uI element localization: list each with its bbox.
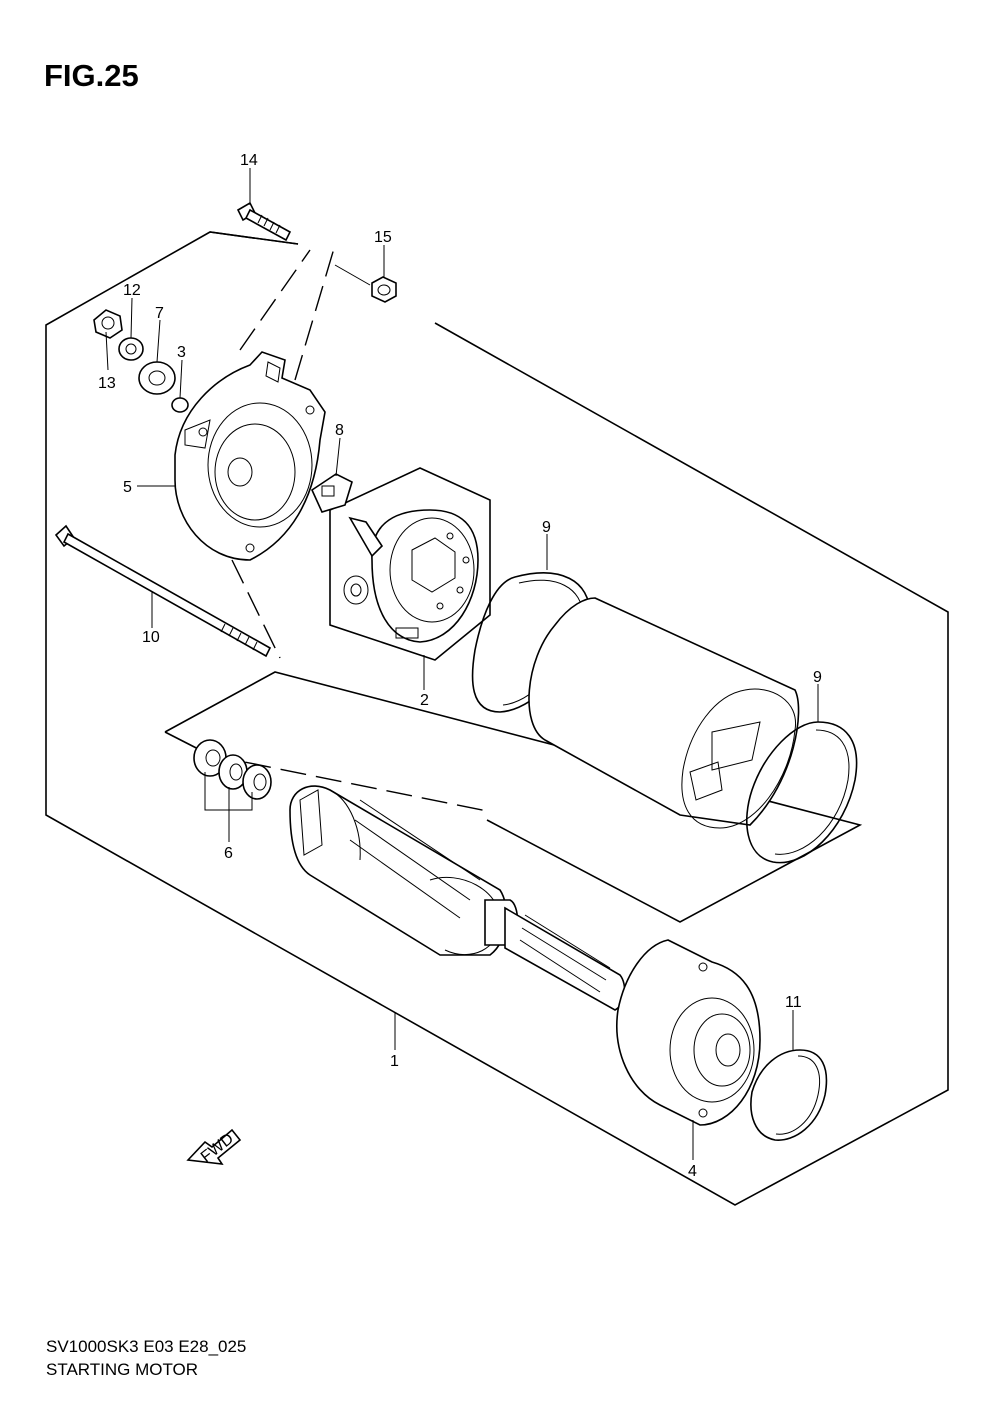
callout-9-upper: 9 [542, 519, 551, 536]
washer-12 [118, 337, 144, 361]
o-ring-11 [750, 1049, 828, 1141]
diagram-code: SV1000SK3 E03 E28_025 [46, 1337, 247, 1356]
alignment-line-nut-b [334, 264, 371, 286]
assembly-boundary [45, 231, 949, 1206]
figure-title: FIG.25 [44, 58, 139, 93]
armature-1 [289, 785, 626, 1011]
callout-2: 2 [420, 692, 429, 709]
plate-8 [310, 473, 353, 513]
subassembly-boundary [164, 671, 863, 923]
nut-13 [93, 309, 123, 339]
callout-11: 11 [785, 994, 802, 1011]
brush-holder-2 [343, 509, 479, 643]
callout-13: 13 [98, 375, 116, 392]
leader-lines [105, 168, 819, 1160]
front-cover-4 [616, 939, 761, 1126]
callout-1: 1 [390, 1053, 399, 1070]
callout-12: 12 [123, 282, 141, 299]
end-cover-5 [174, 351, 326, 561]
diagram-name: STARTING MOTOR [46, 1360, 199, 1379]
callout-4: 4 [688, 1163, 697, 1180]
callout-7: 7 [155, 305, 164, 322]
o-ring-3 [171, 397, 189, 413]
alignment-line-long-bolt [231, 559, 281, 659]
o-ring-9-lower [746, 721, 858, 864]
callout-14: 14 [240, 152, 258, 169]
alignment-line-nut [294, 244, 336, 381]
callout-9-lower: 9 [813, 669, 822, 686]
callout-6: 6 [224, 845, 233, 862]
through-bolt-10 [54, 524, 272, 658]
assembly-boundary-gap [209, 231, 299, 245]
nut-15 [371, 276, 397, 303]
callout-3: 3 [177, 344, 186, 361]
yoke-housing [528, 597, 800, 829]
callout-5: 5 [123, 479, 132, 496]
callout-15: 15 [374, 229, 392, 246]
fwd-arrow-icon: FWD [186, 1128, 242, 1166]
callout-8: 8 [335, 422, 344, 439]
callout-10: 10 [142, 629, 160, 646]
washers-6 [193, 739, 272, 800]
alignment-line-bolt [239, 249, 311, 351]
washer-7 [138, 361, 176, 395]
bolt-14 [236, 201, 292, 242]
